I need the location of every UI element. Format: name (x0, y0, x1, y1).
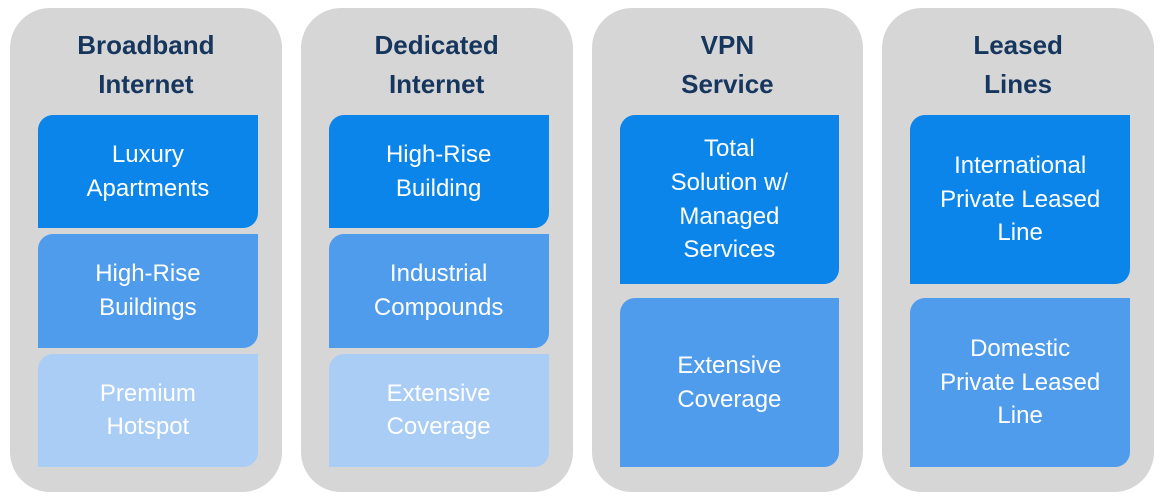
box-high-rise-buildings: High-Rise Buildings (38, 234, 258, 348)
column-boxes-vpn-service: Total Solution w/ Managed Services Exten… (619, 115, 840, 467)
box-luxury-apartments: Luxury Apartments (38, 115, 258, 229)
column-boxes-leased-lines: International Private Leased Line Domest… (910, 115, 1130, 467)
box-total-solution-managed-services: Total Solution w/ Managed Services (619, 115, 840, 284)
column-title-broadband-internet: Broadband Internet (77, 30, 215, 99)
box-international-private-leased-line: International Private Leased Line (910, 115, 1130, 284)
box-high-rise-building: High-Rise Building (328, 115, 549, 229)
box-domestic-private-leased-line: Domestic Private Leased Line (910, 298, 1130, 467)
column-boxes-dedicated-internet: High-Rise Building Industrial Compounds … (328, 115, 549, 467)
column-title-leased-lines: Leased Lines (973, 30, 1063, 99)
column-boxes-broadband-internet: Luxury Apartments High-Rise Buildings Pr… (38, 115, 258, 467)
column-broadband-internet: Broadband Internet Luxury Apartments Hig… (10, 8, 282, 492)
column-title-dedicated-internet: Dedicated Internet (374, 30, 499, 99)
box-premium-hotspot: Premium Hotspot (38, 353, 258, 467)
box-industrial-compounds: Industrial Compounds (328, 234, 549, 348)
box-extensive-coverage-dedicated: Extensive Coverage (328, 353, 549, 467)
column-dedicated-internet: Dedicated Internet High-Rise Building In… (300, 8, 573, 492)
column-leased-lines: Leased Lines International Private Lease… (882, 8, 1154, 492)
column-title-vpn-service: VPN Service (681, 30, 774, 99)
column-vpn-service: VPN Service Total Solution w/ Managed Se… (591, 8, 864, 492)
box-extensive-coverage-vpn: Extensive Coverage (619, 298, 840, 467)
